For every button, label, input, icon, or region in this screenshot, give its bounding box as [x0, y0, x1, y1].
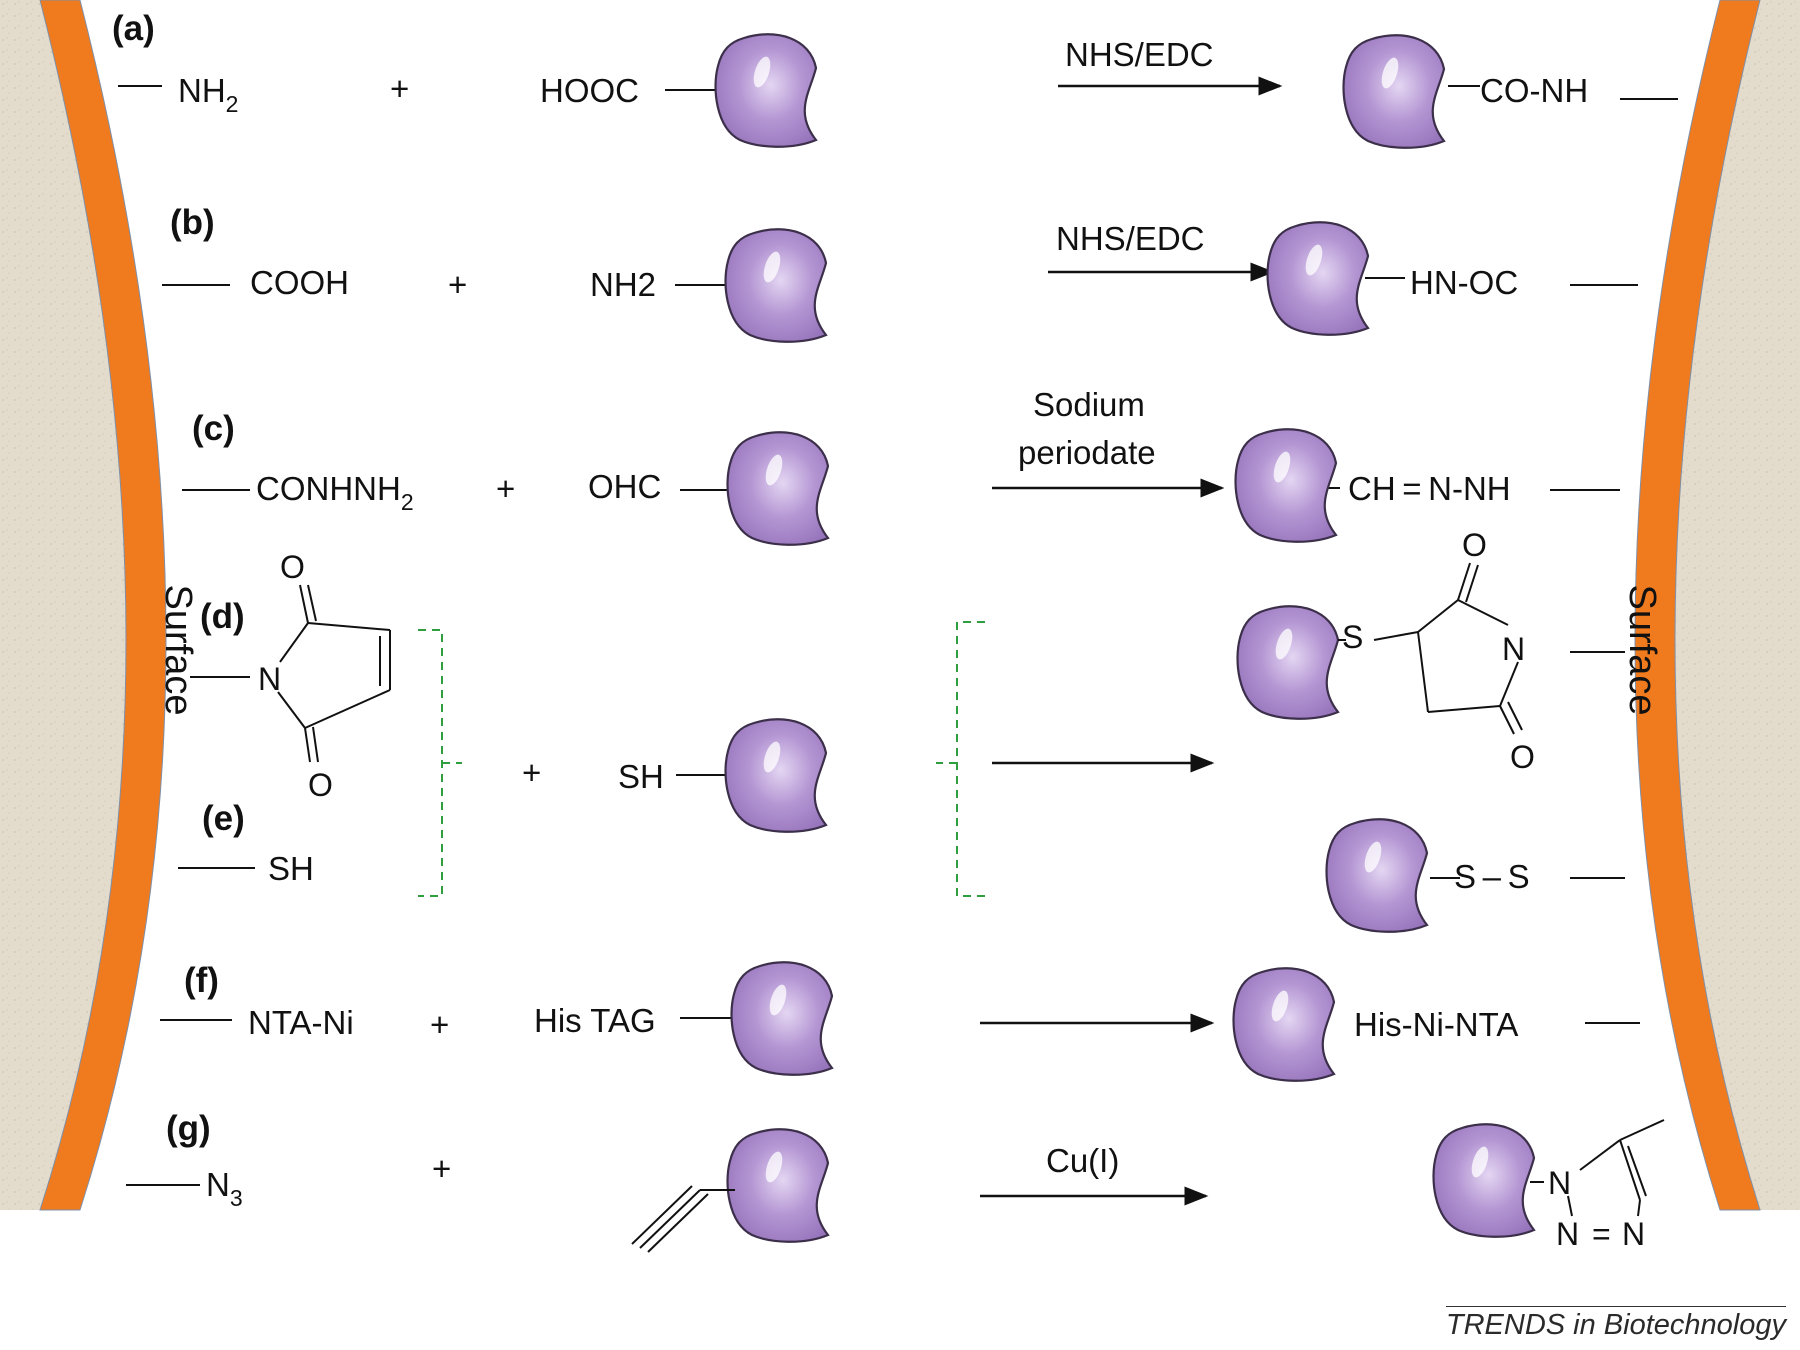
protein-icon: [724, 228, 828, 343]
row-f-ligand-group: His TAG: [534, 1002, 656, 1039]
row-c-tag: (c): [192, 409, 235, 448]
row-b-tag: (b): [170, 203, 215, 242]
right-surface: Surface: [1621, 0, 1800, 1211]
protein-icon: [1236, 605, 1340, 720]
protein-icon: [714, 33, 818, 148]
right-surface-label: Surface: [1621, 585, 1663, 716]
protein-icon: [1432, 1123, 1536, 1238]
row-g-plus: +: [432, 1150, 451, 1187]
bracket-icon: [418, 629, 462, 897]
left-surface-label: Surface: [157, 585, 199, 716]
row-d-product-o-top: O: [1462, 527, 1487, 563]
triazole-ring-icon: [1530, 1119, 1665, 1217]
row-a-product-link: CO-NH: [1480, 72, 1588, 109]
row-c-reagent-line2: periodate: [1018, 434, 1156, 471]
protein-icon: [730, 961, 834, 1076]
row-g-surface-group: N3: [206, 1166, 243, 1211]
protein-icon: [1234, 428, 1338, 543]
row-de-ligand-group: SH: [618, 758, 664, 795]
row-g-triazole-n2: N: [1556, 1216, 1579, 1252]
left-surface: Surface: [0, 0, 199, 1211]
row-a-ligand-group: HOOC: [540, 72, 639, 109]
row-a-tag: (a): [112, 9, 155, 48]
row-g-triazole-n1: N: [1548, 1165, 1571, 1201]
row-f-tag: (f): [184, 961, 219, 1000]
row-b-ligand-group: NH2: [590, 266, 656, 303]
row-c-reagent-line1: Sodium: [1033, 386, 1145, 423]
row-b-surface-group: COOH: [250, 264, 349, 301]
row-a-plus: +: [390, 70, 409, 107]
row-de-plus: +: [522, 754, 541, 791]
alkyne-icon: [631, 1185, 735, 1253]
protein-icon: [724, 718, 828, 833]
row-c-ligand-group: OHC: [588, 468, 661, 505]
row-g-reagent: Cu(I): [1046, 1142, 1119, 1179]
protein-icon: [726, 1128, 830, 1243]
row-d-tag: (d): [200, 597, 245, 636]
succinimide-ring-icon: [1373, 562, 1523, 735]
row-e-tag: (e): [202, 799, 245, 838]
row-d-ring-o-top: O: [280, 549, 305, 585]
row-d-ring-o-bottom: O: [308, 767, 333, 803]
row-e-surface-group: SH: [268, 850, 314, 887]
row-f-product-link: His-Ni-NTA: [1354, 1006, 1518, 1043]
row-b-plus: +: [448, 266, 467, 303]
row-a-reagent: NHS/EDC: [1065, 36, 1214, 73]
row-d-product-s: S: [1342, 619, 1363, 655]
protein-icon: [1342, 34, 1446, 149]
row-c-surface-group: CONHNH2: [256, 470, 414, 515]
row-f-surface-group: NTA-Ni: [248, 1004, 354, 1041]
row-b-reagent: NHS/EDC: [1056, 220, 1205, 257]
protein-icon: [1232, 967, 1336, 1082]
row-g-triazole-n3: N: [1622, 1216, 1645, 1252]
maleimide-ring-icon: [277, 584, 391, 763]
row-c-product-link: CH = N-NH: [1348, 470, 1511, 507]
figure-credit: TRENDS in Biotechnology: [1445, 1306, 1786, 1342]
bracket-icon: [936, 621, 985, 897]
row-e-product-link: S – S: [1454, 858, 1530, 895]
row-f-plus: +: [430, 1006, 449, 1043]
row-g-tag: (g): [166, 1109, 211, 1148]
protein-icon: [726, 431, 830, 546]
row-b-product-link: HN-OC: [1410, 264, 1518, 301]
protein-icon: [1325, 818, 1429, 933]
row-a-surface-group: NH2: [178, 72, 238, 117]
row-g-triazole-eq: =: [1592, 1216, 1611, 1252]
row-d-product-o-bottom: O: [1510, 739, 1535, 775]
row-c-plus: +: [496, 470, 515, 507]
row-d-ring-n: N: [258, 661, 281, 697]
row-d-product-n: N: [1502, 631, 1525, 667]
protein-icon: [1266, 221, 1370, 336]
